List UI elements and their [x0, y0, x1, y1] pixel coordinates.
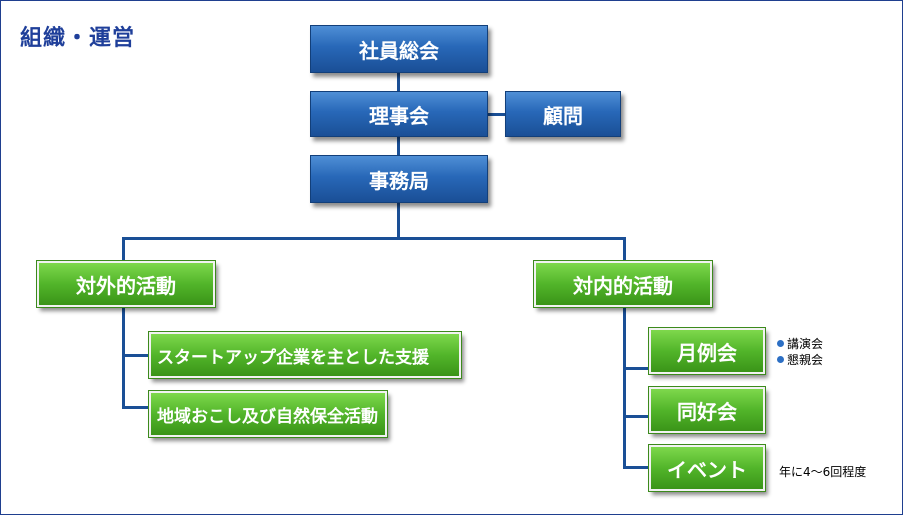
internal-item-event: イベント: [648, 444, 766, 492]
event-frequency-note: 年に4～6回程度: [779, 465, 867, 479]
monthly-note-social: 懇親会: [777, 351, 823, 368]
bullet-dot-icon: [777, 340, 784, 347]
external-item-regional-nature: 地域おこし及び自然保全活動: [148, 390, 388, 438]
board-box: 理事会: [310, 91, 488, 137]
general-meeting-box: 社員総会: [310, 25, 488, 73]
external-item-startup-support: スタートアップ企業を主とした支援: [148, 331, 462, 379]
connector-internal-item-1: [623, 367, 649, 370]
connector-board-advisor: [487, 113, 505, 116]
connector-internal-item-2: [623, 415, 649, 418]
internal-item-club: 同好会: [648, 386, 766, 434]
connector-branch-right: [623, 237, 626, 261]
connector-branch-left: [122, 237, 125, 261]
advisor-box: 顧問: [505, 91, 621, 137]
connector-internal-vertical: [623, 307, 626, 468]
connector-external-vertical: [122, 307, 125, 408]
monthly-note-social-text: 懇親会: [787, 353, 824, 367]
secretariat-box: 事務局: [310, 155, 488, 203]
connector-board-secretariat: [397, 137, 400, 155]
internal-activities-box: 対内的活動: [533, 260, 713, 308]
monthly-note-lecture: 講演会: [777, 335, 823, 352]
monthly-note-lecture-text: 講演会: [787, 337, 824, 351]
connector-internal-item-3: [623, 466, 649, 469]
bullet-dot-icon: [777, 356, 784, 363]
internal-item-monthly: 月例会: [648, 327, 766, 375]
external-activities-box: 対外的活動: [36, 260, 216, 308]
connector-secretariat-down: [397, 203, 400, 239]
connector-external-item-2: [122, 406, 149, 409]
connector-branch-horizontal: [122, 237, 626, 240]
connector-external-item-1: [122, 354, 149, 357]
diagram-title: 組織・運営: [20, 26, 136, 51]
connector-general-board: [397, 73, 400, 91]
